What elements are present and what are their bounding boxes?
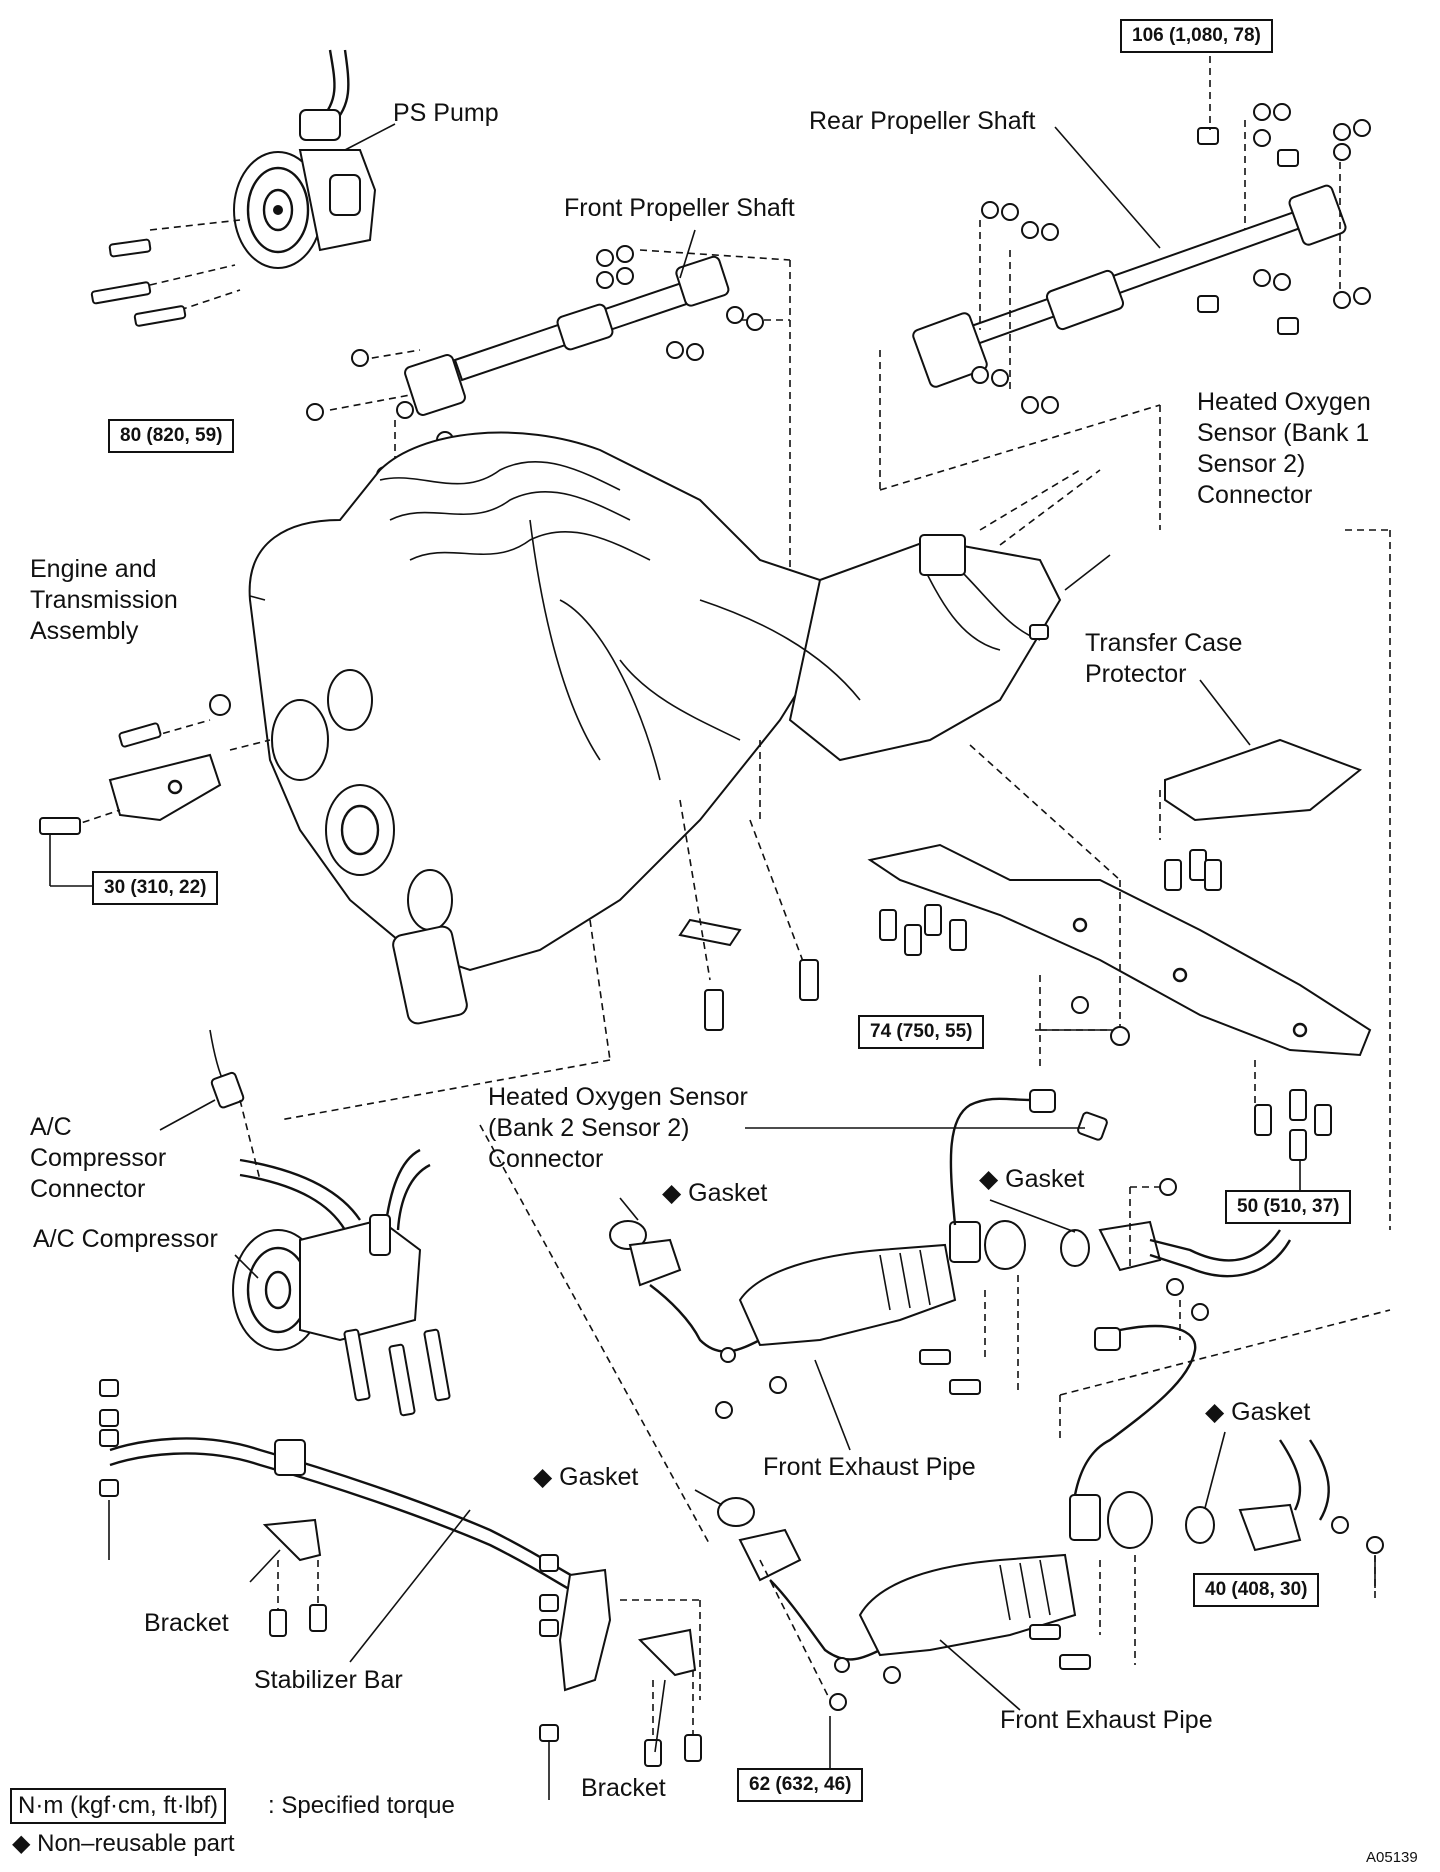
legend-torque-unit-box: N·m (kgf·cm, ft·lbf) (10, 1788, 226, 1824)
ac-compressor-drawing (159, 1029, 451, 1417)
label-ac-compressor-connector: A/C Compressor Connector (30, 1113, 167, 1203)
torque-box-front-shaft: 80 (820, 59) (108, 419, 235, 453)
label-gasket-2: ◆ Gasket (979, 1165, 1085, 1193)
legend-torque-unit-text: : Specified torque (268, 1792, 455, 1819)
torque-box-exhaust-flange-rear: 40 (408, 30) (1193, 1573, 1320, 1607)
label-gasket-1: ◆ Gasket (662, 1179, 768, 1207)
label-rear-propeller-shaft: Rear Propeller Shaft (809, 107, 1036, 135)
engine-mount-drawing (279, 740, 819, 1121)
front-exhaust-pipe-upper-drawing (479, 1089, 1292, 1546)
torque-box-exhaust-flange-front: 62 (632, 46) (737, 1768, 864, 1802)
torque-box-rear-shaft: 106 (1,080, 78) (1120, 19, 1273, 53)
label-ac-compressor: A/C Compressor (33, 1225, 218, 1253)
label-bracket-1: Bracket (144, 1609, 229, 1637)
torque-box-engine-plate: 30 (310, 22) (92, 871, 219, 905)
engine-transmission-drawing (248, 431, 1111, 1025)
label-engine-transmission-assembly: Engine and Transmission Assembly (30, 555, 178, 645)
label-front-exhaust-pipe-1: Front Exhaust Pipe (763, 1453, 976, 1481)
front-exhaust-pipe-lower-drawing (694, 1309, 1391, 1770)
label-stabilizer-bar: Stabilizer Bar (254, 1666, 403, 1694)
engine-plate-drawing (39, 694, 271, 887)
label-front-propeller-shaft: Front Propeller Shaft (564, 194, 795, 222)
label-heated-o2-bank2-sensor2: Heated Oxygen Sensor (Bank 2 Sensor 2) C… (488, 1083, 748, 1173)
legend-non-reusable: ◆ Non–reusable part (12, 1830, 235, 1857)
label-gasket-4: ◆ Gasket (533, 1463, 639, 1491)
torque-box-crossmember: 74 (750, 55) (858, 1015, 985, 1049)
label-front-exhaust-pipe-2: Front Exhaust Pipe (1000, 1706, 1213, 1734)
torque-box-transfer-protector: 50 (510, 37) (1225, 1190, 1352, 1224)
figure-code: A05139 (1366, 1849, 1418, 1866)
label-ps-pump: PS Pump (393, 99, 499, 127)
label-bracket-2: Bracket (581, 1774, 666, 1802)
front-propeller-shaft-drawing (329, 229, 791, 600)
rear-propeller-shaft-drawing (879, 120, 1347, 530)
ps-pump-drawing (90, 49, 396, 327)
rear-shaft-fasteners (971, 56, 1371, 414)
label-gasket-3: ◆ Gasket (1205, 1398, 1311, 1426)
crossmember-bolts (879, 849, 1332, 1190)
label-transfer-case-protector: Transfer Case Protector (1085, 629, 1243, 688)
stabilizer-bar-drawing (99, 1379, 702, 1800)
label-heated-o2-bank1-sensor2: Heated Oxygen Sensor (Bank 1 Sensor 2) C… (1197, 388, 1371, 509)
